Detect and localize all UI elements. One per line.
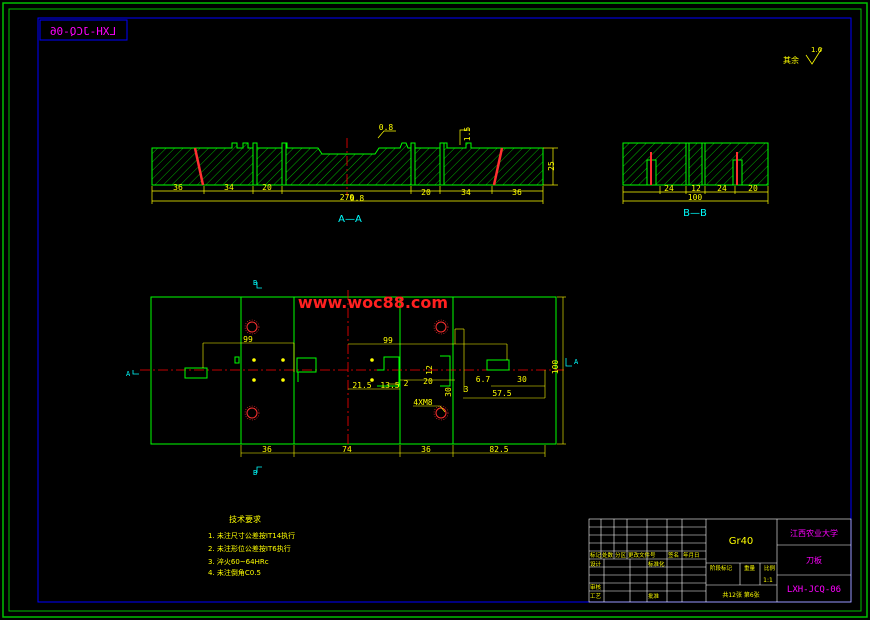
aa-height: 25 (547, 161, 556, 171)
tb-sheet-info: 共12张 第6张 (722, 591, 759, 599)
tb-label-stage: 阶段标记 (710, 564, 733, 572)
tb-label-approve: 批准 (648, 592, 660, 600)
plan-dim-4: 82.5 (489, 445, 508, 454)
tb-school: 江西农业大学 (790, 528, 838, 538)
aa-caption: A—A (338, 214, 362, 225)
dim-99-right: 99 (383, 336, 393, 345)
dim-30: 30 (517, 375, 527, 384)
aa-dim-2: 34 (224, 183, 234, 192)
tb-label-date: 年月日 (683, 551, 700, 559)
tb-label-count: 处数 (602, 551, 614, 559)
tb-material: Gr40 (729, 536, 754, 547)
tb-label-weight: 重量 (744, 564, 756, 572)
tb-label-sign: 签名 (668, 551, 679, 559)
tb-drawing-no: LXH-JCQ-06 (787, 585, 841, 595)
bb-dim-4: 20 (748, 184, 758, 193)
tech-requirements: 技术要求 1. 未注尺寸公差按IT14执行 2. 未注形位公差按IT6执行 3.… (208, 514, 295, 577)
title-block (588, 518, 852, 603)
thread-note: 4XM8 (413, 398, 432, 407)
tb-label-scale: 比例 (764, 564, 776, 572)
tb-label-process: 工艺 (590, 593, 602, 600)
dim-2: 2 (404, 379, 409, 388)
aa-notch-top: 0.8 (379, 123, 394, 132)
dim-12: 12 (425, 365, 434, 375)
tech-item-3: 3. 淬火60~64HRc (208, 557, 269, 566)
dim-30-b: 30 (444, 387, 453, 397)
bb-dim-3: 24 (717, 184, 727, 193)
tb-label-mark: 标记 (590, 551, 602, 559)
drawing-border (37, 17, 852, 603)
bb-overall: 100 (688, 193, 703, 202)
tb-label-review: 审核 (590, 583, 602, 591)
aa-dim-4: 20 (421, 188, 431, 197)
aa-offset: 0.8 (350, 194, 365, 203)
tech-item-1: 1. 未注尺寸公差按IT14执行 (208, 531, 295, 540)
dim-6-7: 6.7 (476, 375, 491, 384)
tb-scale: 1:1 (763, 577, 773, 584)
tech-item-2: 2. 未注形位公差按IT6执行 (208, 544, 291, 553)
mirrored-drawing-number: LXH-JCQ-06 (50, 25, 116, 38)
aa-dim-1: 36 (173, 183, 183, 192)
watermark: www.woc88.com (298, 293, 448, 312)
plan-view: 99 99 21.5 13.5 12 2 20 6.7 30 30 3 57.5… (126, 279, 579, 477)
dim-3: 3 (464, 385, 469, 394)
tb-label-file: 更改文件号 (628, 551, 656, 559)
tb-label-standard: 标准化 (648, 560, 665, 568)
mirrored-number-box (39, 19, 128, 41)
dim-20: 20 (423, 377, 433, 386)
tb-part-name: 刀板 (806, 555, 822, 565)
tb-label-zone: 分区 (615, 551, 627, 559)
plan-dim-1: 36 (262, 445, 272, 454)
aa-dim-6: 36 (512, 188, 522, 197)
bb-dim-1: 24 (664, 184, 674, 193)
marker-a-right: A (574, 358, 579, 366)
dim-13-5: 13.5 (380, 381, 399, 390)
dim-21-5: 21.5 (352, 381, 371, 390)
marker-a-left: A (126, 370, 131, 378)
section-bb: 24 12 24 20 100 B—B (622, 142, 769, 219)
bb-dim-2: 12 (691, 184, 701, 193)
aa-notch-top2: 1.5 (463, 127, 472, 142)
marker-b-bottom: B (253, 469, 257, 477)
surface-finish-symbol (805, 47, 823, 65)
plan-dim-2: 74 (342, 445, 352, 454)
tech-item-4: 4. 未注倒角C0.5 (208, 568, 261, 577)
dim-99-left: 99 (243, 335, 253, 344)
aa-overall: 270 (340, 193, 355, 202)
aa-dim-3: 20 (262, 183, 272, 192)
outer-frame-inner (8, 8, 862, 612)
title-block-labels: 标记 处数 分区 更改文件号 签名 年月日 设计 标准化 审核 工艺 批准 阶段… (590, 551, 776, 600)
aa-dim-5: 34 (461, 188, 471, 197)
surface-finish-label: 其余 (783, 55, 799, 65)
surface-finish-value: 1.6 (811, 46, 823, 54)
marker-b-top: B (253, 279, 257, 287)
tb-label-design: 设计 (590, 560, 602, 568)
dim-57-5: 57.5 (492, 389, 511, 398)
bb-caption: B—B (683, 208, 707, 219)
plan-dim-3: 36 (421, 445, 431, 454)
section-aa-body (151, 142, 544, 186)
section-aa: 36 34 20 20 34 36 270 0.8 0.8 1.5 25 A—A (151, 123, 558, 225)
dim-100: 100 (551, 360, 560, 375)
tech-title: 技术要求 (229, 514, 261, 524)
